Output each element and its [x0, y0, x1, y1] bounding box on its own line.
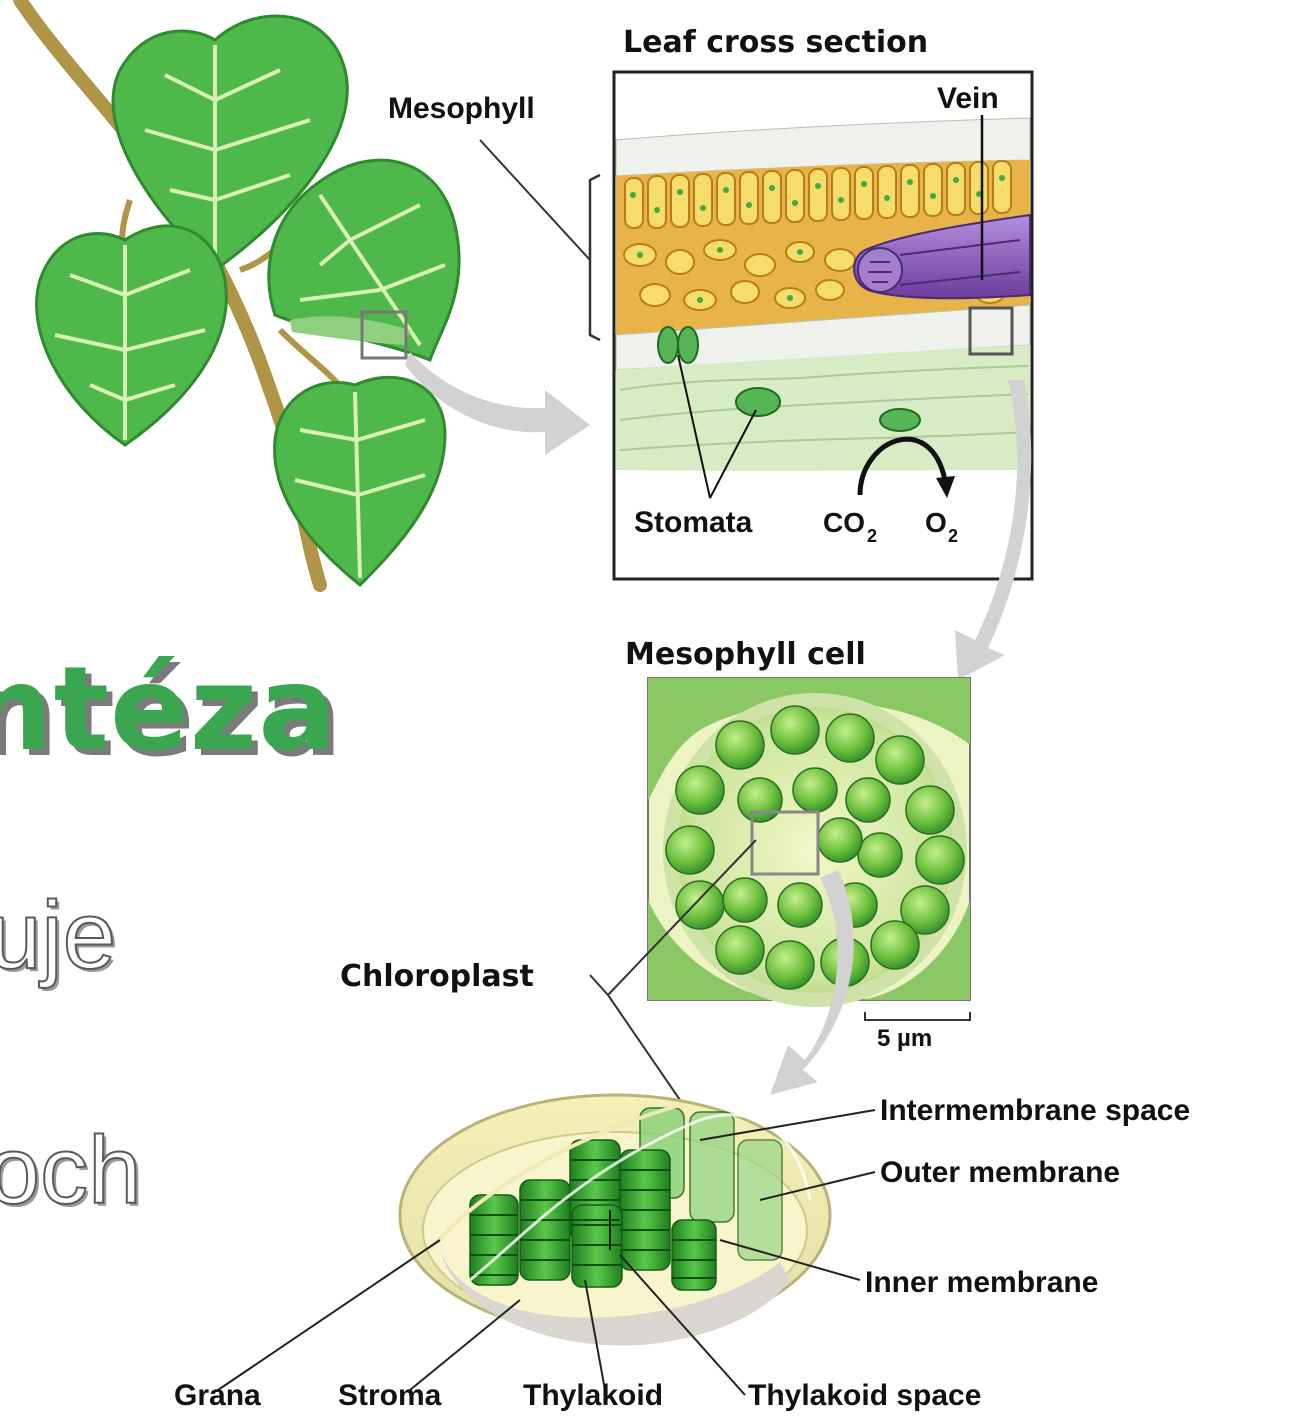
label-grana: Grana [174, 1379, 261, 1412]
label-outer-membrane: Outer membrane [880, 1156, 1120, 1189]
slide-title-fragment: ntéza [0, 652, 338, 768]
leaf-cross-section [614, 72, 1032, 579]
heading-leaf-cross-section: Leaf cross section [623, 25, 928, 60]
heading-mesophyll-cell: Mesophyll cell [625, 637, 866, 672]
label-o2-subscript: 2 [948, 526, 958, 546]
slide-bullet-fragment: toch [0, 1123, 141, 1219]
label-thylakoid-space: Thylakoid space [748, 1379, 981, 1412]
mesophyll-cell [648, 678, 970, 1000]
label-co2-subscript: 2 [867, 526, 877, 546]
label-o2: O [925, 507, 947, 538]
plant-branch [20, 0, 459, 585]
mesophyll-leader [480, 140, 590, 260]
mesophyll-bracket [590, 175, 600, 340]
label-chloroplast: Chloroplast [340, 959, 534, 994]
label-thylakoid: Thylakoid [523, 1379, 663, 1412]
leaf [275, 377, 445, 585]
label-intermembrane-space: Intermembrane space [880, 1094, 1190, 1127]
label-vein: Vein [937, 82, 999, 115]
label-stroma: Stroma [338, 1379, 442, 1412]
label-inner-membrane: Inner membrane [865, 1266, 1098, 1299]
leaf [37, 226, 227, 445]
slide-bullet-fragment: uje [0, 888, 116, 984]
label-scale-bar: 5 µm [877, 1025, 932, 1052]
label-stomata: Stomata [634, 506, 753, 539]
label-co2: CO [823, 507, 865, 538]
label-mesophyll: Mesophyll [388, 92, 535, 125]
scale-bar [865, 1012, 970, 1020]
chloroplast-3d [400, 1095, 830, 1346]
